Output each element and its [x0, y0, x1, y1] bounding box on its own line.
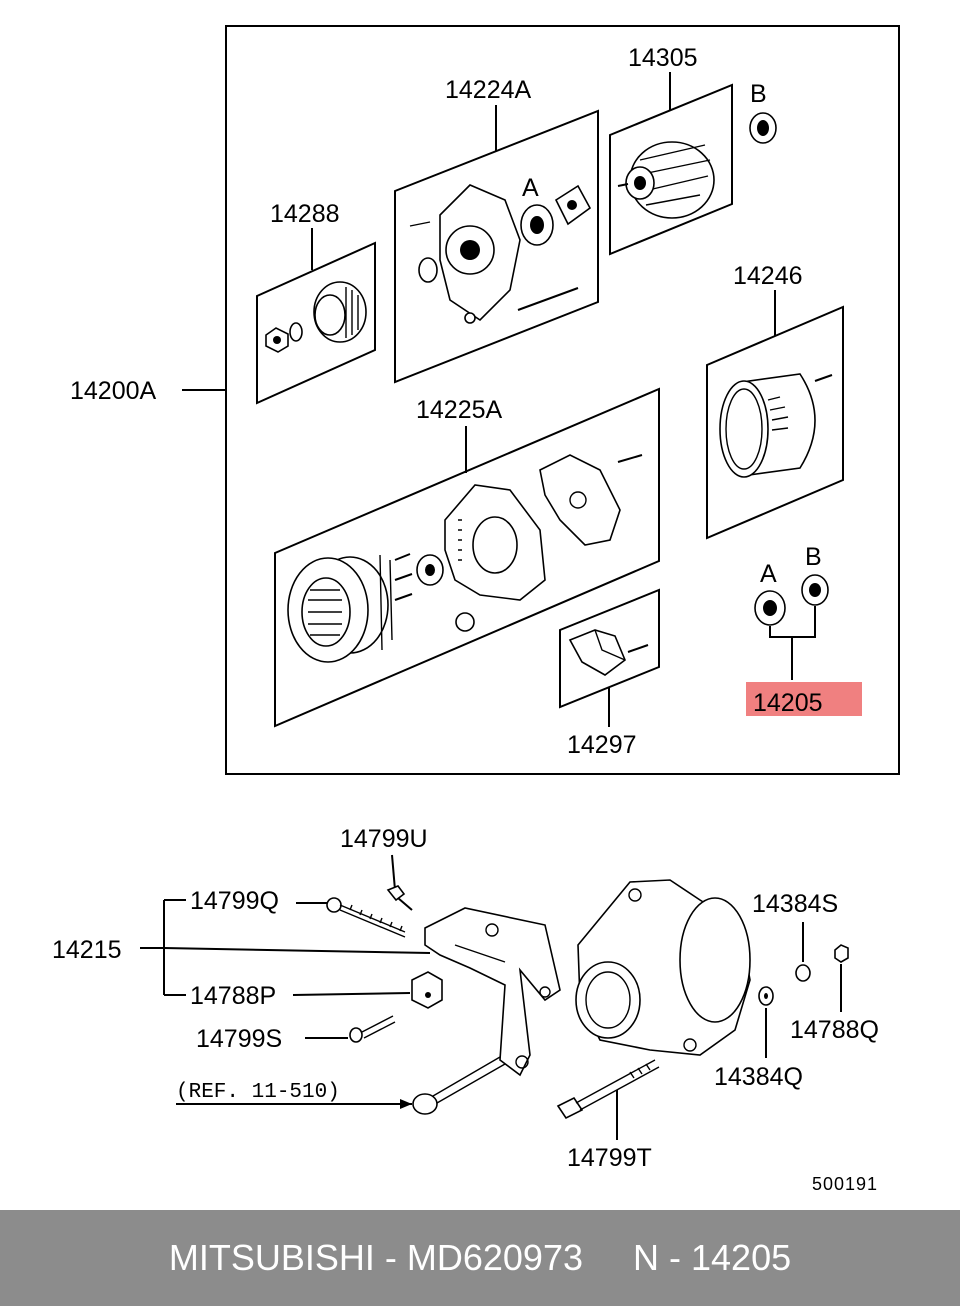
nut-p-icon [411, 971, 443, 1009]
front-bracket-icon [287, 454, 643, 663]
cover-icon [719, 373, 833, 478]
label-14799t[interactable]: 14799T [567, 1144, 652, 1172]
highlight-14205 [746, 682, 862, 716]
label-14799q[interactable]: 14799Q [190, 887, 279, 915]
bolt-q-icon [326, 897, 406, 938]
bearing-b-icon-2 [801, 574, 829, 606]
footer-part-number: MITSUBISHI - MD620973 N - 14205 [168, 1237, 792, 1278]
label-14305[interactable]: 14305 [628, 44, 698, 72]
label-bearing-b-2[interactable]: B [805, 543, 822, 571]
panel-14246 [706, 305, 844, 540]
label-14384q[interactable]: 14384Q [714, 1063, 803, 1091]
label-14200a[interactable]: 14200A [70, 377, 157, 405]
panel-14225a [274, 387, 660, 728]
label-14788p[interactable]: 14788P [190, 982, 276, 1010]
bolt-s-icon [349, 1015, 396, 1043]
through-bolt-icon [556, 1059, 660, 1120]
bearing-a-icon-2 [754, 590, 786, 626]
label-14799s[interactable]: 14799S [196, 1025, 282, 1053]
washer-q-icon [758, 986, 774, 1006]
reference-bolt-icon [412, 1056, 506, 1115]
label-bearing-a-2[interactable]: A [760, 560, 777, 588]
bearing-b-icon-1 [749, 112, 777, 144]
exploded-parts-diagram: 14200A 14224A A 14305 B 14288 [52, 25, 900, 1194]
label-14799u[interactable]: 14799U [340, 825, 428, 853]
panel-14297 [559, 588, 660, 709]
footer-bar: MITSUBISHI - MD620973 N - 14205 [0, 1210, 960, 1306]
assembly-frame [225, 25, 900, 775]
label-14246[interactable]: 14246 [733, 262, 803, 290]
label-reference[interactable]: (REF. 11-510) [176, 1081, 340, 1104]
panel-14288 [256, 241, 376, 405]
label-14225a[interactable]: 14225A [416, 396, 503, 424]
bolt-u-icon [386, 885, 413, 911]
mounting-bracket-icon [424, 907, 561, 1077]
label-14297[interactable]: 14297 [567, 731, 637, 759]
rotor-icon [617, 141, 715, 219]
brush-holder-icon [568, 629, 649, 676]
label-14288[interactable]: 14288 [270, 200, 340, 228]
label-bearing-a-1[interactable]: A [522, 174, 539, 202]
washer-s-icon [795, 964, 811, 982]
nut-q-icon [834, 944, 849, 963]
label-14788q[interactable]: 14788Q [790, 1016, 879, 1044]
label-14384s[interactable]: 14384S [752, 890, 838, 918]
panel-14305 [609, 83, 733, 256]
label-bearing-b-1[interactable]: B [750, 80, 767, 108]
panel-14224a [394, 109, 599, 384]
label-14224a[interactable]: 14224A [445, 76, 532, 104]
alternator-icon [575, 879, 751, 1056]
label-14205[interactable]: 14205 [753, 689, 823, 717]
drawing-number: 500191 [812, 1174, 878, 1194]
rear-bracket-icon [409, 184, 592, 324]
label-14215[interactable]: 14215 [52, 936, 122, 964]
pulley-icon [265, 281, 367, 353]
